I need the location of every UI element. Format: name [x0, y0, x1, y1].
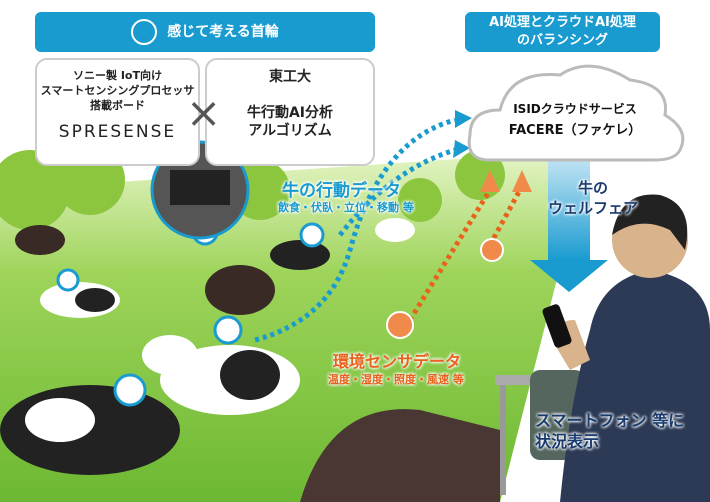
header-right-line2: のバランシング [516, 33, 608, 48]
cross-symbol: × [186, 88, 222, 137]
sony-box: ソニー製 IoT向け スマートセンシングプロセッサ 搭載ボード SPRESENS… [35, 58, 200, 166]
spresense-logo: SPRESENSE [58, 122, 177, 142]
smartphone-line1: スマートフォン 等に [535, 411, 685, 430]
sony-line1: ソニー製 IoT向け [73, 69, 162, 82]
welfare-line2: ウェルフェア [548, 199, 639, 217]
titech-line2: 牛行動AI分析 [246, 105, 334, 121]
cloud-shape [467, 64, 685, 162]
titech-box: 東工大 牛行動AI分析 アルゴリズム [205, 58, 375, 166]
env-data-title: 環境センサデータ [333, 352, 462, 371]
sony-line2: スマートセンシングプロセッサ [40, 84, 195, 97]
cloud-text: ISIDクラウドサービス FACERE（ファケレ） [480, 98, 670, 142]
header-left: 感じて考える首輪 [35, 12, 375, 52]
cow-data-title: 牛の行動データ [282, 181, 401, 201]
welfare-label: 牛の ウェルフェア [548, 178, 638, 218]
cloud-line1: ISIDクラウドサービス [513, 102, 637, 116]
cloud-line2: FACERE（ファケレ） [508, 123, 642, 138]
brain-icon [131, 19, 158, 45]
titech-line1: 東工大 [269, 69, 311, 85]
cows [0, 218, 500, 502]
device-photo [150, 140, 250, 240]
header-right: AI処理とクラウドAI処理のバランシング [465, 12, 660, 52]
sony-line3: 搭載ボード [90, 99, 145, 112]
man [542, 194, 710, 502]
data-arrows [254, 117, 523, 343]
env-data-sub: 温度・湿度・照度・風速 等 [328, 373, 464, 386]
smartphone-line2: 状況表示 [535, 432, 600, 451]
cow-data-sub: 飲食・伏臥・立位・移動 等 [278, 201, 414, 214]
header-right-line1: AI処理とクラウドAI処理 [489, 15, 636, 30]
welfare-arrow [530, 160, 608, 292]
header-left-title: 感じて考える首輪 [167, 24, 279, 40]
smartphone-label: スマートフォン 等に 状況表示 [535, 410, 684, 452]
titech-line3: アルゴリズム [248, 123, 332, 139]
welfare-line1: 牛の [577, 179, 608, 197]
